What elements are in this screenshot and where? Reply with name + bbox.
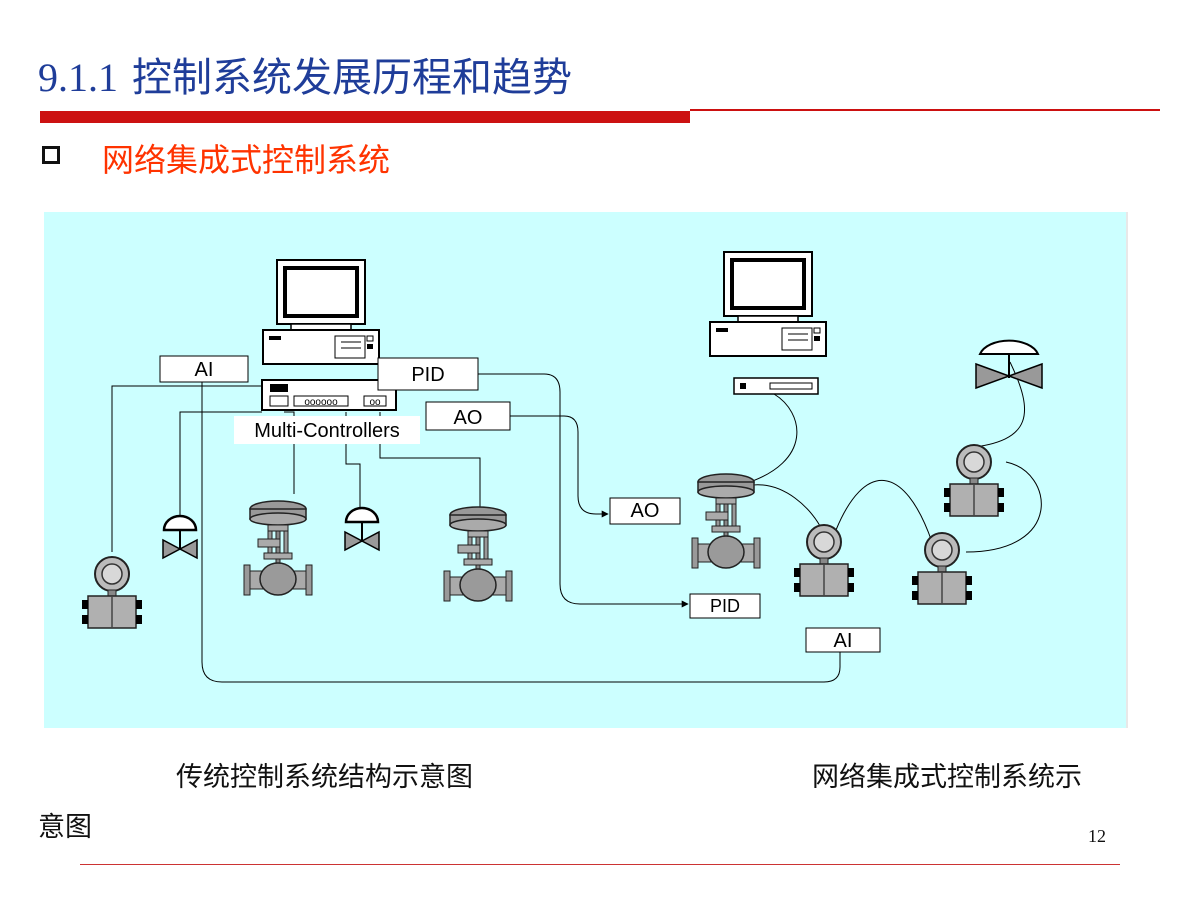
title-underline-thick [40, 111, 690, 123]
multi-controller-rack: oooooo oo [261, 379, 397, 411]
right-ao-label-text: AO [631, 500, 660, 522]
diagram-panel: oooooo oo [44, 212, 1128, 728]
square-bullet-icon [42, 146, 60, 164]
left-small-valve-2-icon [343, 506, 381, 552]
right-computer-icon [708, 250, 828, 358]
left-ai-label: AI [159, 355, 249, 383]
multi-controllers-label: Multi-Controllers [234, 416, 420, 444]
left-pid-label-text: PID [411, 364, 444, 386]
left-computer-icon [261, 258, 381, 366]
section-number: 9.1.1 [38, 55, 118, 100]
right-pid-label: PID [689, 593, 761, 619]
left-control-valve-1-icon [243, 500, 313, 596]
network-switch [733, 377, 819, 395]
right-transmitter-3-icon [943, 444, 1005, 517]
left-ao-label-text: AO [454, 407, 483, 429]
right-diaphragm-valve-icon [975, 339, 1043, 390]
title-text: 控制系统发展历程和趋势 [132, 55, 572, 101]
diagram-svg: oooooo oo [81, 250, 1043, 683]
left-pid-label: PID [377, 357, 479, 391]
bullet-heading: 网络集成式控制系统 [102, 141, 391, 179]
right-pid-label-text: PID [710, 596, 740, 616]
svg-text:oooooo: oooooo [304, 397, 338, 408]
left-ai-label-text: AI [195, 359, 214, 381]
page-number: 12 [1088, 826, 1106, 846]
footer-rule [80, 864, 1120, 865]
right-ai-label: AI [805, 627, 881, 653]
left-control-valve-2-icon [443, 506, 513, 602]
right-transmitter-2-icon [911, 532, 973, 605]
right-transmitter-1-icon [793, 524, 855, 597]
left-ao-label: AO [425, 401, 511, 431]
right-control-valve-icon [691, 473, 761, 569]
caption-right-line1: 网络集成式控制系统示 [812, 762, 1082, 793]
left-small-valve-1-icon [161, 514, 199, 560]
left-pressure-transmitter-icon [81, 556, 143, 629]
title-underline-thin [690, 109, 1160, 111]
right-ai-label-text: AI [834, 630, 853, 652]
svg-text:oo: oo [369, 397, 381, 408]
caption-left: 传统控制系统结构示意图 [176, 762, 473, 793]
multi-controllers-label-text: Multi-Controllers [254, 420, 400, 442]
slide-title: 9.1.1 控制系统发展历程和趋势 [38, 52, 572, 104]
caption-right-line2: 意图 [38, 812, 92, 843]
right-ao-label: AO [609, 497, 681, 525]
